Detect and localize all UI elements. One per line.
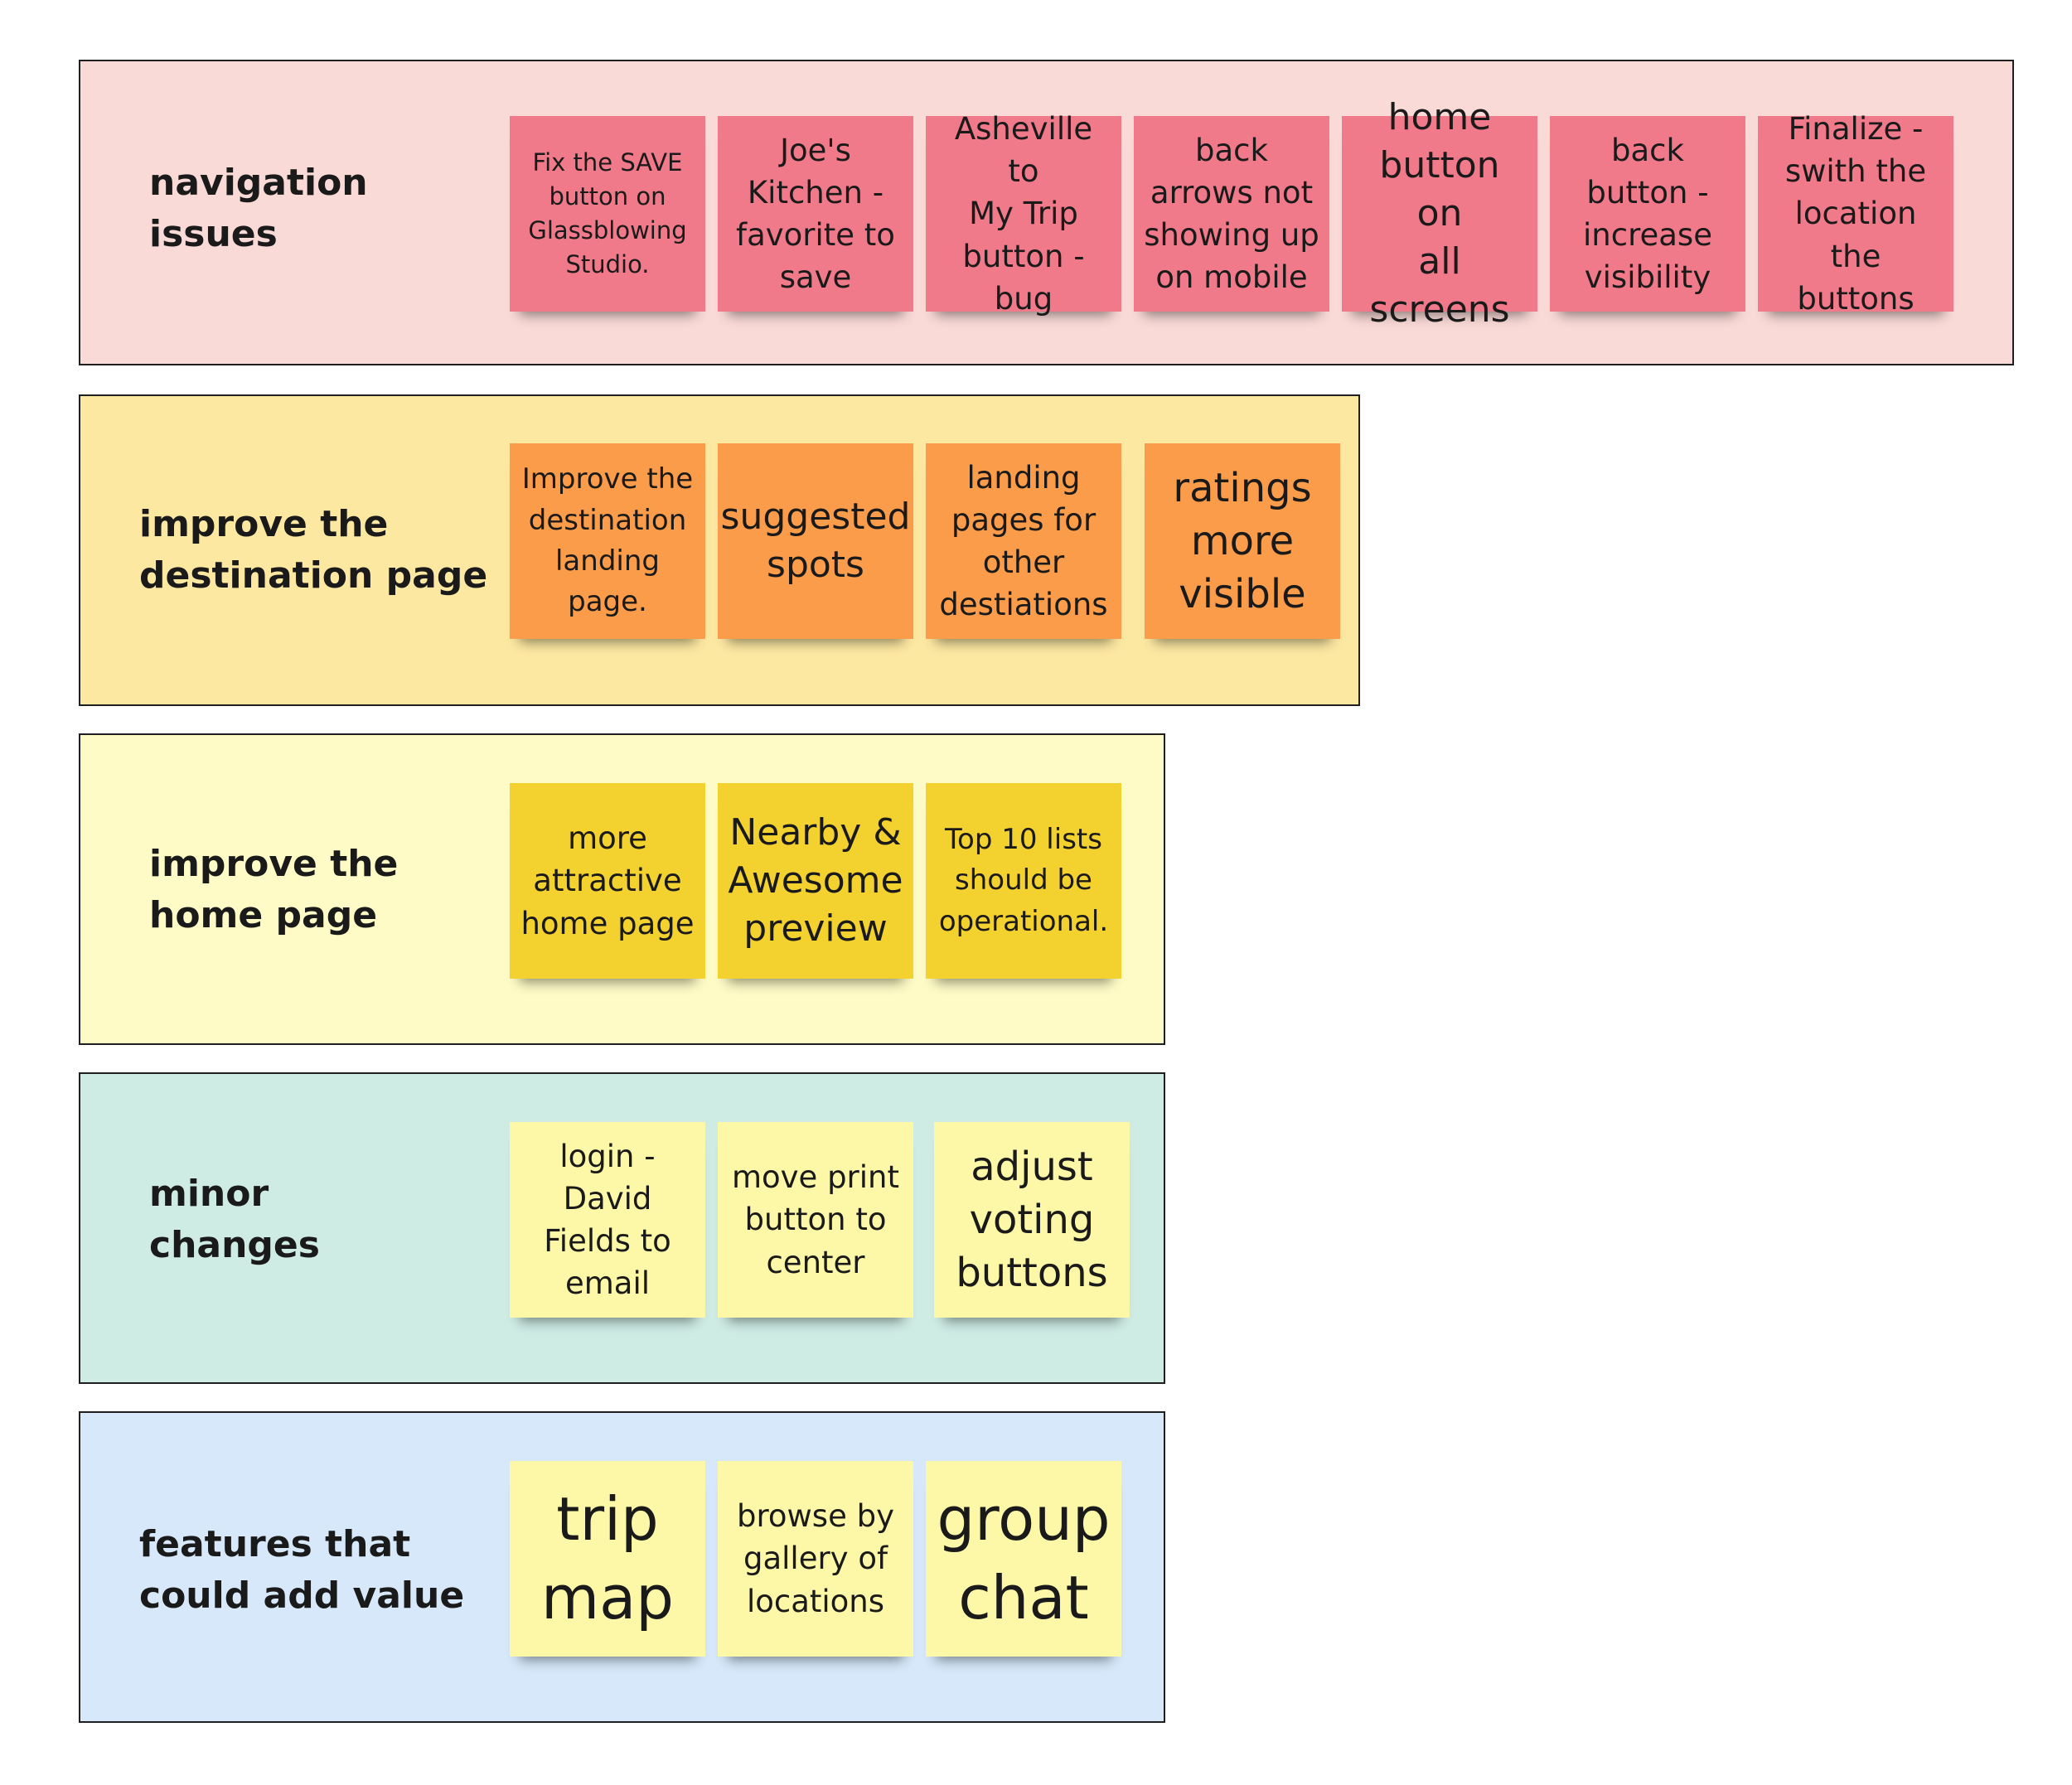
sticky-note[interactable]: Finalize - swith the location the button… [1758, 111, 1953, 317]
sticky-note[interactable]: adjust voting buttons [934, 1122, 1130, 1318]
sticky-text: adjust voting buttons [956, 1143, 1108, 1297]
sticky-text: trip map [541, 1483, 674, 1633]
sticky-note[interactable]: ratings more visible [1145, 443, 1340, 639]
sticky-note[interactable]: Fix the SAVE button on Glassblowing Stud… [510, 116, 705, 312]
sticky-text: Top 10 lists should be operational. [938, 823, 1109, 938]
group-title: minor changes [149, 1173, 320, 1266]
sticky-text: back arrows not showing up on mobile [1144, 132, 1319, 296]
sticky-note[interactable]: Improve the destination landing page. [510, 443, 705, 639]
sticky-text: move print button to center [731, 1159, 900, 1280]
sticky-text: login - David Fields to email [544, 1138, 671, 1302]
sticky-text: ratings more visible [1173, 464, 1312, 618]
sticky-note[interactable]: home button on all screens [1342, 96, 1537, 331]
sticky-text: more attractive home page [520, 820, 695, 941]
sticky-text: landing pages for other destiations [939, 459, 1108, 623]
sticky-note[interactable]: more attractive home page [510, 783, 705, 979]
sticky-note[interactable]: move print button to center [718, 1122, 913, 1318]
group-title: navigation issues [149, 162, 368, 255]
sticky-text: Finalize - swith the location the button… [1784, 111, 1927, 317]
sticky-note[interactable]: login - David Fields to email [510, 1122, 705, 1318]
sticky-note[interactable]: landing pages for other destiations [926, 443, 1121, 639]
sticky-text: back button - increase visibility [1583, 132, 1712, 296]
sticky-note[interactable]: back button - increase visibility [1550, 116, 1745, 312]
group-title: features that could add value [139, 1523, 465, 1617]
sticky-note[interactable]: trip map [510, 1461, 705, 1657]
sticky-text: Fix the SAVE button on Glassblowing Stud… [528, 148, 687, 279]
sticky-text: group chat [937, 1483, 1111, 1633]
sticky-note[interactable]: browse by gallery of locations [718, 1461, 913, 1657]
sticky-text: browse by gallery of locations [737, 1498, 894, 1619]
group-title: improve the home page [149, 843, 399, 936]
sticky-note[interactable]: Joe's Kitchen - favorite to save [718, 116, 913, 312]
sticky-text: Joe's Kitchen - favorite to save [736, 132, 895, 296]
group-title: improve the destination page [139, 503, 488, 597]
sticky-text: Asheville to My Trip button - bug [954, 111, 1093, 317]
sticky-text: Nearby & Awesome preview [728, 810, 903, 951]
sticky-note[interactable]: back arrows not showing up on mobile [1134, 116, 1329, 312]
sticky-text: Improve the destination landing page. [521, 462, 694, 619]
sticky-note[interactable]: Asheville to My Trip button - bug [926, 111, 1121, 317]
sticky-text: home button on all screens [1369, 95, 1510, 331]
sticky-note[interactable]: group chat [926, 1461, 1121, 1657]
sticky-note[interactable]: suggested spots [718, 443, 913, 639]
sticky-note[interactable]: Top 10 lists should be operational. [926, 783, 1121, 979]
sticky-text: suggested spots [720, 495, 911, 586]
sticky-note[interactable]: Nearby & Awesome preview [718, 783, 913, 979]
